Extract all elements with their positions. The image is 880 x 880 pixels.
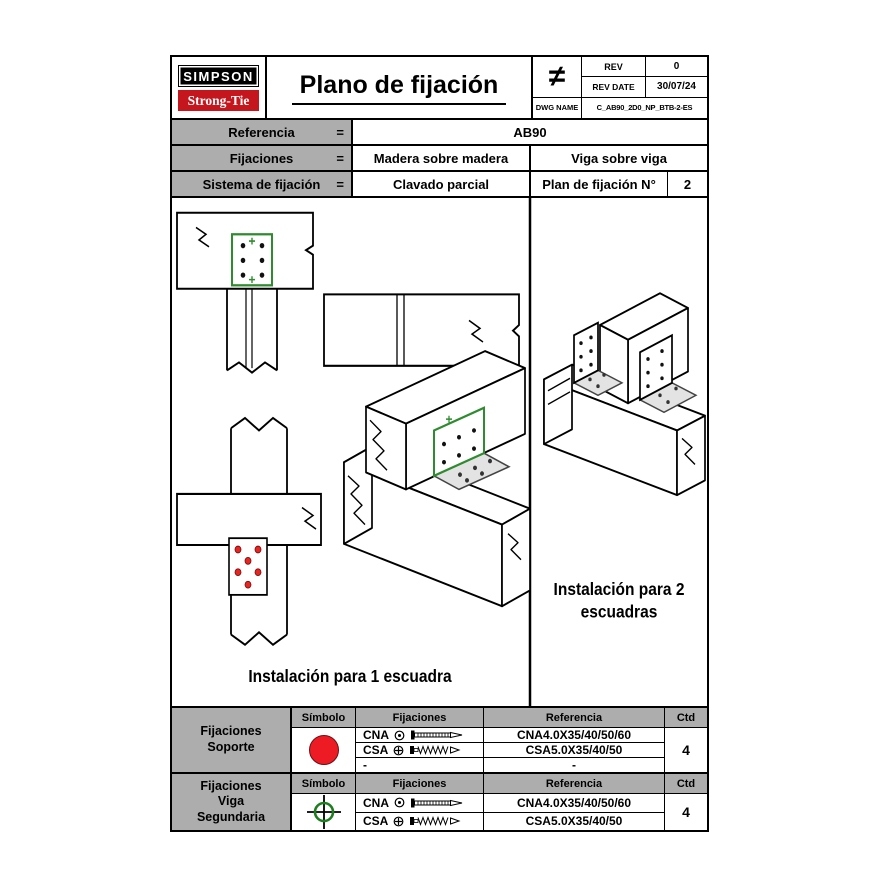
col-header-ctd: Ctd (676, 777, 696, 790)
fijaciones-right-value: Viga sobre viga (529, 146, 707, 170)
technical-drawing: Instalación para 1 escuadra (176, 198, 706, 706)
table-row: CNA CNA4.0X35/40/50/60 (356, 794, 665, 813)
fijaciones-left-value: Madera sobre madera (373, 150, 509, 166)
secondary-qty: 4 (682, 804, 690, 820)
fastener-code: CNA (363, 728, 389, 742)
fastener-reference: CSA5.0X35/40/50 (484, 743, 665, 757)
equals-sign: = (336, 150, 344, 166)
side-view-beam (323, 293, 520, 367)
table-row: CSA CSA5.0X35 (356, 743, 665, 758)
support-nail-pattern-plate (228, 537, 268, 596)
revision-block: ≠ REV 0 REV DATE 30/07/24 DWG NAME C_AB9… (531, 57, 707, 118)
col-header-referencia: Referencia (484, 708, 665, 727)
fastener-reference: CNA4.0X35/40/50/60 (484, 728, 665, 742)
sistema-left-value: Clavado parcial (392, 176, 490, 192)
info-row-fijaciones: Fijaciones = Madera sobre madera Viga so… (172, 146, 707, 172)
support-symbol-red-circle-icon (308, 735, 339, 765)
drawing-area: Instalación para 1 escuadra (172, 198, 707, 706)
equals-sign: = (336, 176, 344, 192)
col-header-fijaciones: Fijaciones (356, 708, 484, 727)
col-header-fijaciones: Fijaciones (356, 774, 484, 793)
nail-head-icon (394, 730, 405, 740)
caption-one-bracket: Instalación para 1 escuadra (248, 666, 452, 686)
screw-icon (410, 745, 461, 755)
fastener-reference: - (484, 758, 665, 772)
info-row-referencia: Referencia = AB90 (172, 120, 707, 146)
nail-icon (411, 730, 463, 740)
angle-bracket-one (432, 406, 511, 491)
angle-bracket-left (572, 321, 624, 397)
secondary-symbol-cell (292, 794, 356, 830)
table-row: - - (356, 758, 665, 772)
fastener-reference: CSA5.0X35/40/50 (484, 812, 665, 830)
rev-label: REV (582, 57, 646, 78)
sheet-title: Plano de fijación (291, 71, 507, 105)
fijaciones-label: Fijaciones (229, 150, 294, 166)
caption-two-brackets-line2: escuadras (581, 602, 658, 622)
title-block: SIMPSON Strong-Tie Plano de fijación ≠ R… (172, 57, 707, 120)
sheet-title-cell: Plano de fijación (267, 57, 531, 118)
cross-view-post-beam (176, 416, 322, 647)
equals-sign: = (336, 124, 344, 140)
col-header-ctd: Ctd (676, 711, 696, 724)
support-section-label: Fijaciones Soporte (172, 708, 292, 772)
brand-logo: SIMPSON Strong-Tie (172, 57, 267, 118)
caption-two-brackets-line1: Instalación para 2 (554, 579, 685, 599)
col-header-simbolo: Símbolo (292, 708, 356, 727)
referencia-label: Referencia (228, 124, 295, 140)
logo-strongtie: Strong-Tie (178, 89, 259, 111)
sistema-label: Sistema de fijación (202, 176, 321, 192)
support-qty: 4 (682, 742, 690, 758)
rev-date-label: REV DATE (582, 77, 646, 98)
fastener-code: - (363, 758, 367, 772)
projection-symbol-icon: ≠ (533, 57, 582, 98)
referencia-value: AB90 (513, 124, 547, 140)
plan-number-value: 2 (667, 172, 707, 196)
fastener-code: CSA (363, 814, 389, 829)
rev-value: 0 (646, 57, 707, 78)
dwg-name-value: C_AB90_2D0_NP_BTB-2-ES (596, 103, 693, 113)
screw-icon (410, 816, 461, 827)
fixings-table-secondary-beam: Fijaciones Viga Segundaria Símbolo Fijac… (172, 772, 707, 830)
secondary-symbol-crosshair-icon (306, 795, 341, 829)
angle-bracket-right (638, 333, 698, 414)
secondary-section-label: Fijaciones Viga Segundaria (172, 774, 292, 830)
nail-plate-front (231, 233, 273, 287)
logo-simpson: SIMPSON (178, 64, 259, 87)
table-row: CSA CSA5.0X35 (356, 812, 665, 830)
nail-icon (411, 798, 463, 808)
dwg-name-label: DWG NAME (533, 97, 582, 118)
fastener-reference: CNA4.0X35/40/50/60 (484, 794, 665, 812)
col-header-referencia: Referencia (484, 774, 665, 793)
fastener-code: CSA (363, 743, 389, 757)
col-header-simbolo: Símbolo (292, 774, 356, 793)
info-row-sistema: Sistema de fijación = Clavado parcial Pl… (172, 172, 707, 198)
fixings-table-support: Fijaciones Soporte Símbolo Fijaciones Re… (172, 706, 707, 772)
support-table-header: Símbolo Fijaciones Referencia Ctd (292, 708, 707, 728)
drawing-sheet: SIMPSON Strong-Tie Plano de fijación ≠ R… (170, 55, 709, 832)
table-row: CNA CNA4.0X35/40/50/60 (356, 728, 665, 743)
iso-view-one-bracket (343, 350, 531, 608)
support-symbol-cell (292, 728, 356, 772)
nail-head-icon (394, 797, 405, 808)
screw-head-icon (393, 816, 404, 827)
screw-head-icon (393, 745, 404, 755)
secondary-table-header: Símbolo Fijaciones Referencia Ctd (292, 774, 707, 794)
fastener-code: CNA (363, 795, 389, 810)
plan-number-label: Plan de fijación N° (542, 176, 656, 192)
rev-date-value: 30/07/24 (646, 77, 707, 98)
